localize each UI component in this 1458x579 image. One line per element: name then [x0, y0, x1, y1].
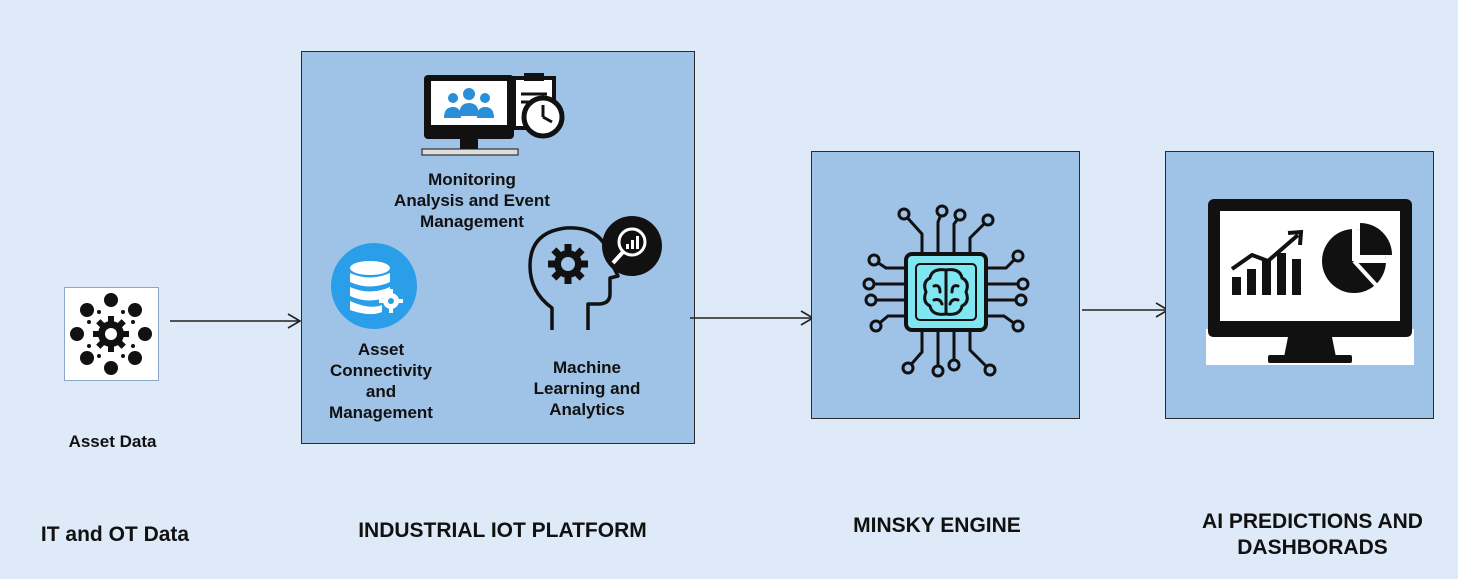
arrow-to-ai: [1082, 302, 1170, 318]
asset-connectivity-line-1: Asset: [357, 340, 405, 359]
ml-label-line-2: Learning and: [533, 379, 641, 398]
ml-label-line-3: Analytics: [549, 400, 625, 419]
asset-connectivity-line-2: Connectivity: [329, 361, 433, 380]
minsky-engine-box: [811, 151, 1080, 419]
ai-predictions-box: [1165, 151, 1434, 419]
ai-predictions-caption-line-2: DASHBORADS: [1237, 536, 1388, 559]
database-gear-icon: [331, 243, 417, 329]
dashboard-monitor-icon: [1206, 199, 1414, 365]
ai-predictions-caption-line-1: AI PREDICTIONS AND: [1202, 510, 1423, 533]
iiot-platform-box: Monitoring Analysis and Event Management…: [301, 51, 695, 444]
arrow-to-iiot: [170, 313, 302, 329]
minsky-engine-caption: MINSKY ENGINE: [853, 514, 1021, 537]
monitoring-label-line-3: Management: [420, 212, 524, 231]
arrow-to-minsky: [690, 310, 815, 326]
monitoring-screen-icon: [421, 73, 565, 156]
monitoring-label-line-1: Monitoring: [428, 170, 516, 189]
ai-chip-brain-icon: [862, 204, 1030, 378]
it-ot-data-caption: IT and OT Data: [40, 523, 190, 546]
iiot-platform-caption: INDUSTRIAL IOT PLATFORM: [358, 519, 647, 542]
asset-data-icon-box: [64, 287, 159, 381]
asset-connectivity-line-4: Management: [329, 403, 433, 422]
monitoring-label-line-2: Analysis and Event: [394, 191, 550, 210]
network-gear-icon: [70, 293, 152, 375]
asset-data-label: Asset Data: [68, 432, 157, 451]
asset-connectivity-line-3: and: [365, 382, 397, 401]
ml-label-line-1: Machine: [552, 358, 622, 377]
head-gear-analytics-icon: [528, 216, 662, 330]
